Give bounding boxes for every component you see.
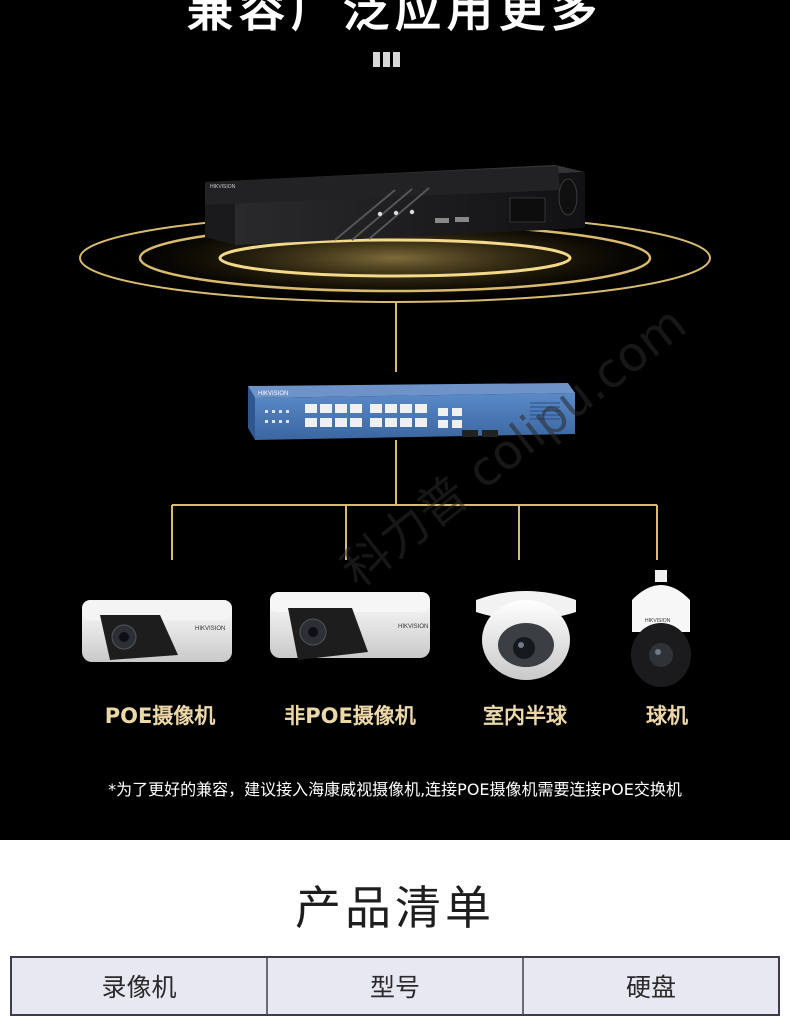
table-header-recorder: 录像机 bbox=[12, 958, 268, 1014]
camera-brand: HIKVISION bbox=[645, 618, 671, 624]
camera-brand: HIKVISION bbox=[398, 624, 428, 630]
product-list-title: 产品清单 bbox=[295, 881, 495, 935]
camera-connectors bbox=[171, 440, 658, 560]
decorative-bars bbox=[373, 52, 403, 71]
switch-brand: HIKVISION bbox=[258, 391, 288, 397]
ptz-dome-camera-image: HIKVISION bbox=[631, 570, 691, 687]
product-list-table: 录像机 型号 硬盘 bbox=[10, 956, 780, 1016]
nvr-brand: HIKVISION bbox=[210, 184, 236, 190]
indoor-dome-camera-image bbox=[476, 591, 576, 680]
headline: 兼容广泛应用更多 bbox=[187, 0, 603, 37]
footnote: *为了更好的兼容，建议接入海康威视摄像机,连接POE摄像机需要连接POE交换机 bbox=[108, 780, 682, 799]
camera-label-indoor-dome: 室内半球 bbox=[483, 704, 567, 728]
compatibility-banner: 兼容广泛应用更多 bbox=[0, 0, 790, 840]
inner-ring bbox=[218, 238, 572, 278]
poe-switch: HIKVISION bbox=[248, 383, 575, 440]
non-poe-bullet-camera-image: HIKVISION bbox=[270, 592, 430, 660]
camera-brand: HIKVISION bbox=[195, 626, 225, 632]
poe-bullet-camera-image: HIKVISION bbox=[82, 600, 232, 662]
camera-label-non-poe: 非POE摄像机 bbox=[284, 704, 416, 728]
watermark: 科力普 colipu.com bbox=[331, 295, 697, 598]
table-header-model: 型号 bbox=[268, 958, 524, 1014]
network-diagram: HIKVISION bbox=[79, 165, 711, 687]
camera-label-poe: POE摄像机 bbox=[104, 704, 216, 728]
nvr-recorder: HIKVISION bbox=[205, 165, 585, 245]
table-header-disk: 硬盘 bbox=[625, 973, 676, 1002]
camera-label-ptz: 球机 bbox=[646, 704, 688, 728]
